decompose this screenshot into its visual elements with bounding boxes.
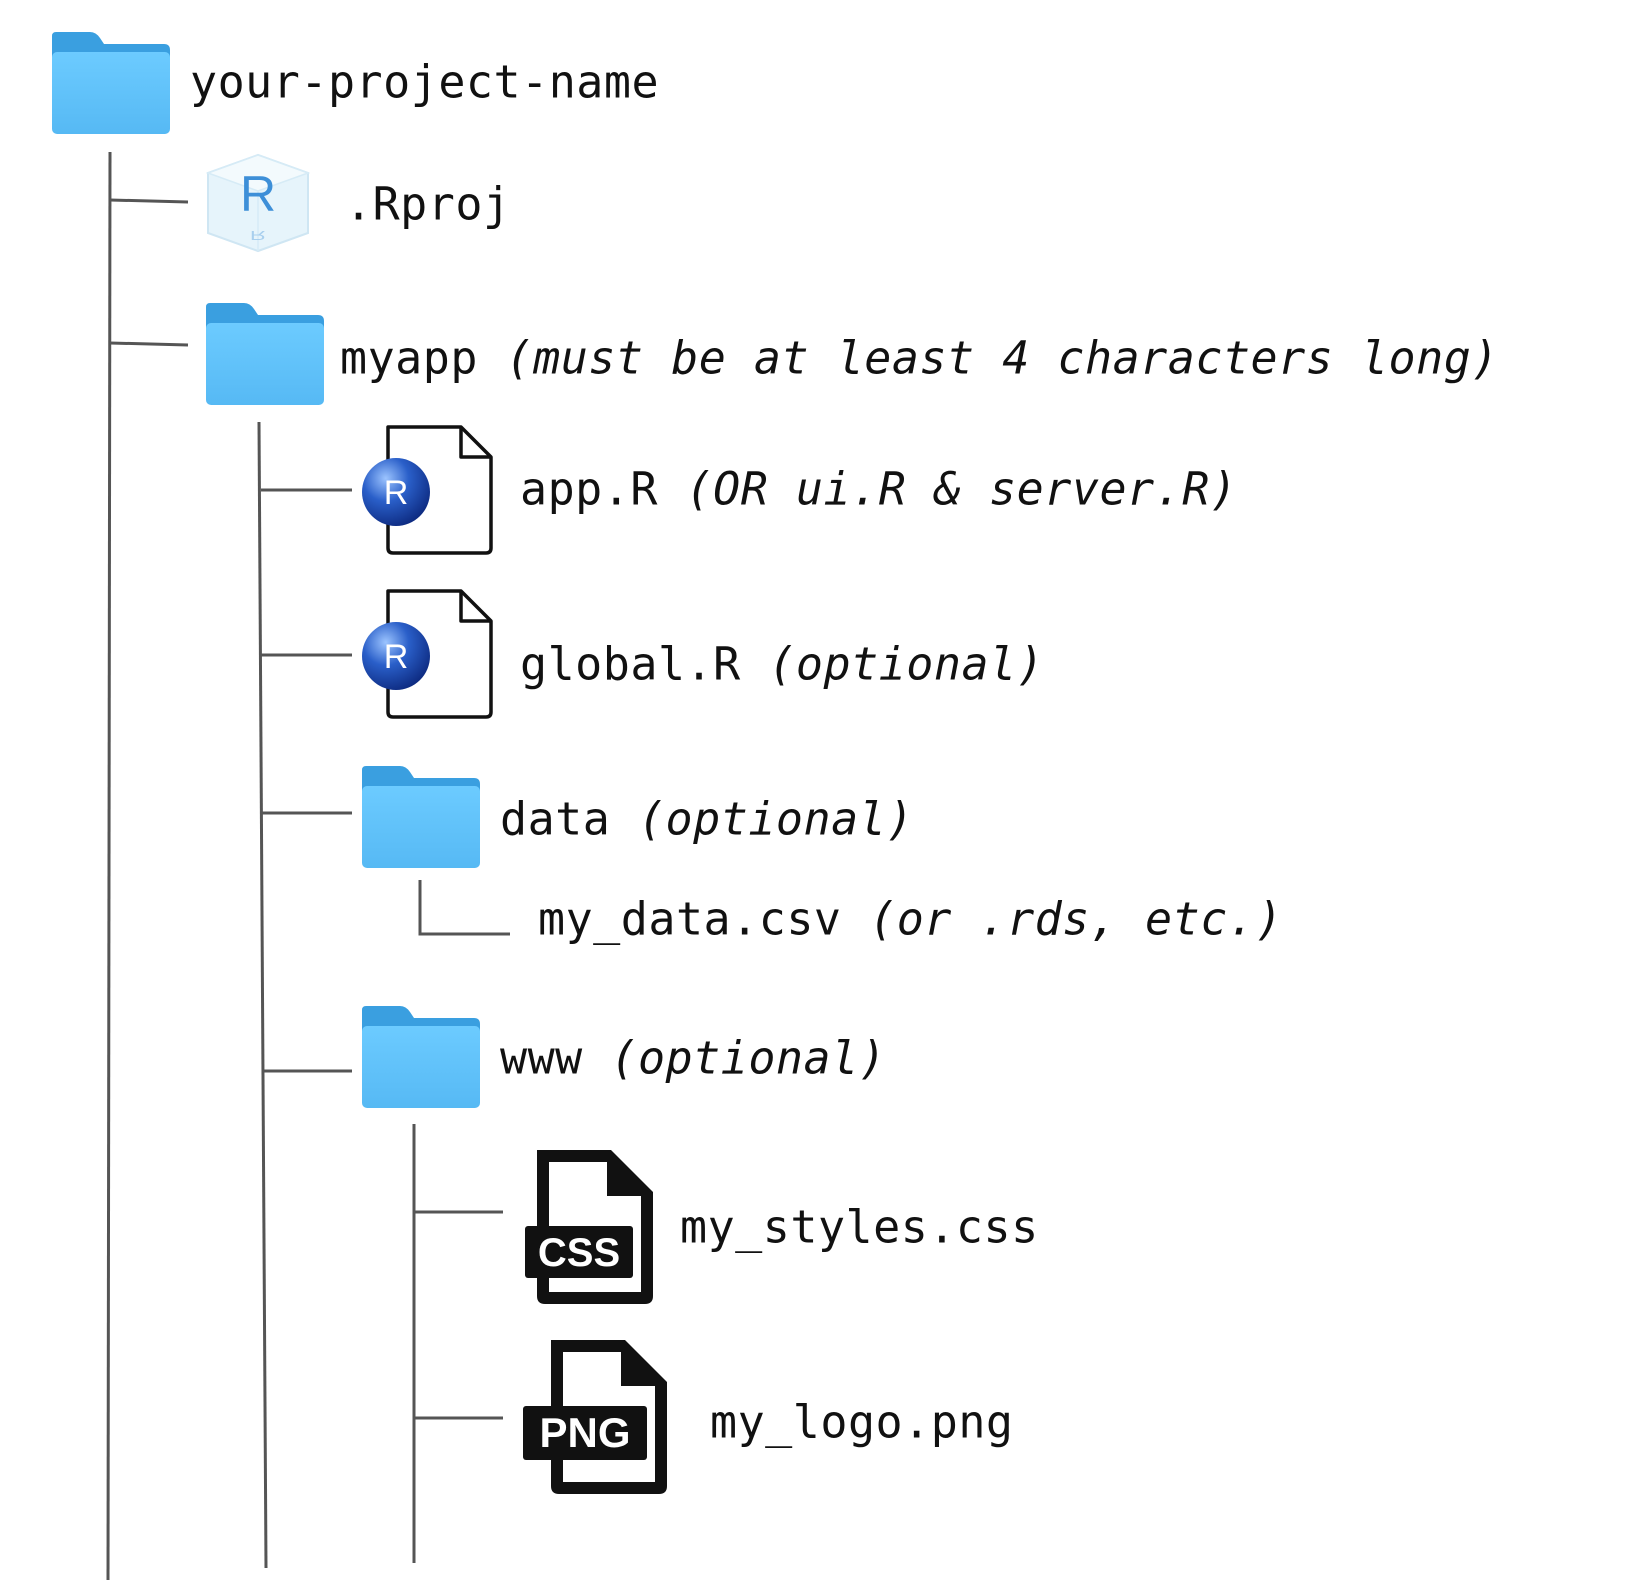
myapp-label: myapp (must be at least 4 characters lon… <box>340 331 1499 385</box>
rproj-label: .Rproj <box>345 177 511 231</box>
svg-text:CSS: CSS <box>538 1231 620 1275</box>
connector-root-trunk <box>106 151 112 1581</box>
connector-rproj <box>109 198 189 204</box>
data-note: (optional) <box>637 792 914 846</box>
svg-text:R: R <box>384 474 409 512</box>
my-data-label: my_data.csv (or .rds, etc.) <box>538 892 1283 946</box>
global-r-label: global.R (optional) <box>520 637 1045 691</box>
folder-icon <box>52 32 170 134</box>
root-folder-label: your-project-name <box>190 55 660 109</box>
my-styles-label: my_styles.css <box>680 1200 1039 1254</box>
svg-text:R: R <box>240 166 276 222</box>
connector-myapp <box>109 341 189 347</box>
svg-text:R: R <box>250 228 266 243</box>
data-folder-label: data (optional) <box>500 792 914 846</box>
myapp-note: (must be at least 4 characters long) <box>505 331 1499 385</box>
my-logo-label: my_logo.png <box>710 1395 1014 1449</box>
my-data-note: (or .rds, etc.) <box>869 892 1283 946</box>
folder-icon <box>362 766 480 868</box>
global-r-note: (optional) <box>768 637 1045 691</box>
r-file-icon: R <box>362 425 493 555</box>
css-file-icon: CSS <box>525 1150 653 1304</box>
connector-my-data <box>418 880 510 936</box>
folder-icon <box>206 303 324 405</box>
connector-myapp-trunk <box>257 421 268 1569</box>
app-r-note: (OR ui.R & server.R) <box>685 462 1238 516</box>
r-file-icon: R <box>362 589 493 719</box>
png-file-icon: PNG <box>523 1340 667 1494</box>
app-r-label: app.R (OR ui.R & server.R) <box>520 462 1238 516</box>
www-note: (optional) <box>610 1031 887 1085</box>
svg-text:PNG: PNG <box>539 1409 630 1456</box>
folder-icon <box>362 1006 480 1108</box>
svg-text:R: R <box>384 638 409 676</box>
rproj-icon: R R <box>206 153 310 253</box>
www-folder-label: www (optional) <box>500 1031 887 1085</box>
